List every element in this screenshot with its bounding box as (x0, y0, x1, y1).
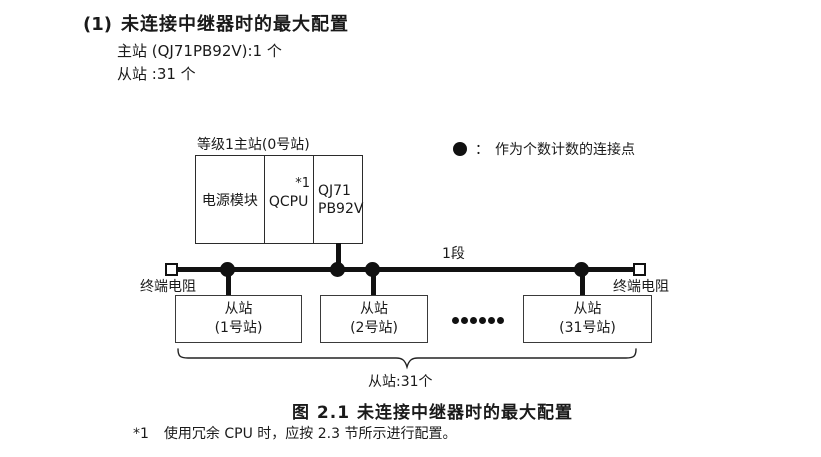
section-heading: (1) 未连接中继器时的最大配置 (83, 10, 349, 36)
legend: ： 作为个数计数的连接点 (453, 139, 635, 159)
slave1-label: 从站 (224, 301, 253, 317)
master-station-label: 等级1主站(0号站) (197, 137, 310, 153)
slave1-number: (1号站) (214, 320, 263, 336)
slave2-label: 从站 (360, 301, 388, 317)
slave-station-1-box: 从站 (1号站) (175, 295, 302, 343)
cpu-module-cell: *1 QCPU (263, 156, 313, 243)
profibus-module-label-line2: PB92V (318, 200, 364, 217)
cpu-footnote-ref: *1 (295, 176, 310, 191)
slave-count-line: 从站 :31 个 (117, 65, 196, 83)
section-number: (1) (83, 14, 112, 35)
left-terminator-icon (165, 263, 178, 276)
legend-colon: ： (475, 142, 489, 158)
power-module-cell: 电源模块 (196, 156, 264, 243)
master-drop-line (336, 243, 341, 269)
slave2-drop-line (371, 269, 376, 296)
slave1-drop-line (226, 269, 231, 296)
master-station-box: 电源模块 *1 QCPU QJ71 PB92V (195, 155, 363, 244)
figure-caption: 图 2.1 未连接中继器时的最大配置 (292, 403, 573, 423)
brace-icon (177, 348, 637, 370)
right-terminator-label: 终端电阻 (613, 279, 669, 295)
connection-dot (574, 262, 589, 277)
cpu-module-label: QCPU (268, 194, 309, 210)
footnote-text: 使用冗余 CPU 时，应按 2.3 节所示进行配置。 (163, 426, 457, 442)
profibus-module-cell: QJ71 PB92V (313, 156, 364, 243)
profibus-module-label-line1: QJ71 (318, 182, 351, 199)
section-title: 未连接中继器时的最大配置 (120, 14, 349, 35)
slave-station-2-box: 从站 (2号站) (320, 295, 428, 343)
slave-total-label: 从站:31个 (368, 374, 433, 390)
bus-line (178, 267, 633, 272)
slave-station-31-box: 从站 (31号站) (523, 295, 652, 343)
footnote: *1 使用冗余 CPU 时，应按 2.3 节所示进行配置。 (133, 423, 456, 443)
connection-dot (365, 262, 380, 277)
segment-label: 1段 (442, 246, 465, 262)
connection-point-icon (453, 142, 467, 156)
footnote-marker: *1 (133, 426, 149, 442)
slave2-number: (2号站) (350, 320, 398, 336)
power-module-label: 电源模块 (201, 192, 258, 209)
ellipsis-dots-icon (452, 317, 504, 324)
connection-dot (330, 262, 345, 277)
connection-dot (220, 262, 235, 277)
slave3-drop-line (580, 269, 585, 296)
right-terminator-icon (633, 263, 646, 276)
slave31-label: 从站 (573, 301, 602, 317)
slave31-number: (31号站) (559, 320, 616, 336)
legend-text: 作为个数计数的连接点 (495, 142, 635, 158)
master-count-line: 主站 (QJ71PB92V):1 个 (117, 42, 282, 60)
left-terminator-label: 终端电阻 (140, 279, 196, 295)
